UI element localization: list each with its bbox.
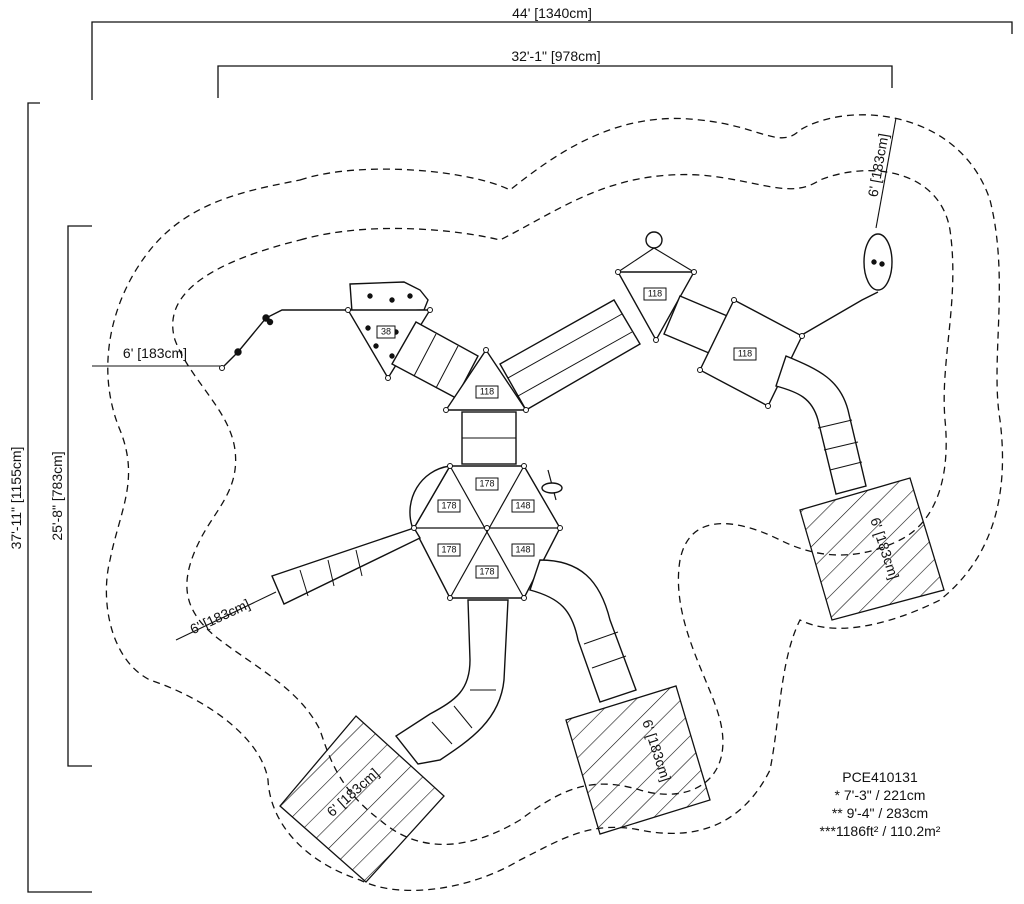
structure-posts <box>219 269 805 601</box>
slide-exit-zone-left <box>279 715 445 883</box>
steering-wheel <box>541 482 563 494</box>
inner-depth-label: 25'-8" [783cm] <box>49 451 65 540</box>
deck-height-tags <box>376 287 757 579</box>
deck-tag-hex-bottom: 178 <box>479 566 494 576</box>
top-right-clearance-line <box>875 117 897 229</box>
use-zone-outline <box>105 114 1004 892</box>
bottom-left-clearance-label: 6' [183cm] <box>187 596 252 638</box>
inner-use-zone <box>172 170 954 846</box>
outer-use-zone <box>105 114 1004 892</box>
center-triangle-deck <box>444 348 528 411</box>
deck-tag-top-triangle: 118 <box>648 288 662 298</box>
overall-width-label: 44' [1340cm] <box>512 5 592 21</box>
chain-climber-left <box>221 309 348 369</box>
spec-line-3: ***1186ft² / 110.2m² <box>819 823 941 839</box>
deck-tag-right-square: 118 <box>738 348 752 358</box>
rock-climber-panel <box>349 281 429 313</box>
spec-line-1: * 7'-3" / 221cm <box>834 787 926 803</box>
slide-exit-zone-right <box>799 477 945 621</box>
model-number: PCE410131 <box>842 769 918 785</box>
spec-notes: PCE410131 * 7'-3" / 221cm ** 9'-4" / 283… <box>790 768 970 840</box>
bottom-left-clearance-line <box>175 591 277 641</box>
ramp-left <box>271 527 421 605</box>
left-clearance-label: 6' [183cm] <box>123 345 187 361</box>
slide-bottom-mid <box>529 559 637 703</box>
slide-right <box>775 355 867 495</box>
play-structure <box>221 231 893 765</box>
deck-tag-hex-upper-left: 178 <box>441 500 456 510</box>
chain-right <box>799 291 879 337</box>
overall-depth-label: 37'-11" [1155cm] <box>8 447 24 550</box>
tire-swing <box>863 233 893 291</box>
deck-tag-hex-lower-right: 148 <box>515 544 530 554</box>
deck-tag-center-triangle: 118 <box>480 386 494 396</box>
bridge-diagonal <box>499 299 641 411</box>
deck-tag-hex-lower-left: 178 <box>441 544 456 554</box>
deck-tag-hex-top: 178 <box>479 478 494 488</box>
slide-exit-zone-mid <box>565 685 711 835</box>
top-triangle-deck <box>616 271 696 342</box>
spec-line-2: ** 9'-4" / 283cm <box>831 805 929 821</box>
dimension-lines <box>27 21 1013 893</box>
slide-bottom-left <box>394 599 509 765</box>
deck-tag-left-triangle: 38 <box>381 326 391 336</box>
inner-width-label: 32'-1" [978cm] <box>511 48 600 64</box>
deck-tag-hex-upper-right: 148 <box>515 500 530 510</box>
